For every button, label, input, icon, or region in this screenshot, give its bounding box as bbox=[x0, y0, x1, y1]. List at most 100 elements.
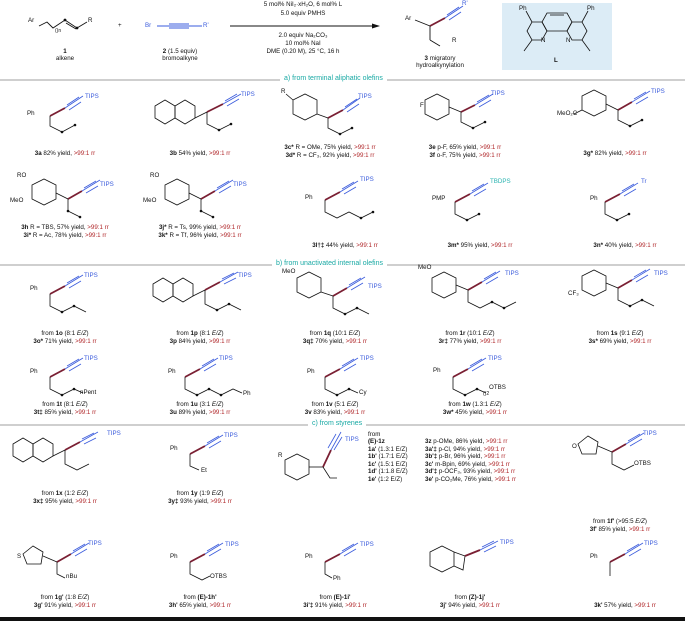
compound-3k-prime-structure bbox=[609, 542, 644, 576]
compound-3g-prime-from: from 1g' (1:8 E/Z) bbox=[40, 594, 90, 601]
compound-3w-tail: OTBS bbox=[489, 384, 506, 391]
from-list: (E)-1z 1a' (1.3:1 E/Z) 1b' (1.7:1 E/Z) 1… bbox=[368, 438, 408, 484]
product-label-2: hydroalkynylation bbox=[416, 62, 464, 69]
compound-3n-structure bbox=[604, 182, 639, 222]
compound-3g-result: 3g* 82% yield, >99:1 rr bbox=[583, 150, 647, 157]
result-row: 3c' m-Bpin, 69% yield, >99:1 rr bbox=[425, 460, 510, 468]
compound-3a-result: 3a 82% yield, >99:1 rr bbox=[34, 150, 96, 157]
section-b-label: b) from unactivated internal olefins bbox=[272, 260, 387, 267]
reactant1-name: alkene bbox=[55, 55, 75, 62]
compound-3u-result: 3u 89% yield, >99:1 rr bbox=[169, 409, 231, 416]
br-label: Br bbox=[145, 22, 152, 29]
bromoalkyne-bond bbox=[157, 23, 202, 29]
compound-3q-alkyne: TIPS bbox=[368, 283, 382, 290]
condition-base: 2.0 equiv Na₂CO₃ bbox=[278, 32, 328, 39]
compound-3e-alkyne: TIPS bbox=[491, 90, 505, 97]
condition-catalyst: 5 mol% NiI₂·xH₂O, 6 mol% L bbox=[263, 1, 343, 8]
compound-3v-tail: Cy bbox=[359, 389, 367, 396]
condition-solvent: DME (0.20 M), 25 °C, 16 h bbox=[266, 48, 340, 55]
bottom-border bbox=[0, 617, 685, 621]
compound-3n-result: 3n* 40% yield, >99:1 rr bbox=[593, 242, 657, 249]
compound-3x-alkyne: TIPS bbox=[107, 430, 121, 437]
ligand-structure bbox=[523, 10, 591, 52]
compound-3j-prime-structure bbox=[429, 540, 499, 573]
compound-3p-alkyne: TIPS bbox=[238, 272, 252, 279]
compound-3l-sub: Ph bbox=[305, 194, 313, 201]
compound-3r-from: from 1r (10:1 E/Z) bbox=[445, 330, 495, 337]
compound-3m-sub: PMP bbox=[432, 195, 446, 202]
compound-3q-structure bbox=[296, 271, 370, 316]
from-row: 1e' (1:2 E/Z) bbox=[368, 475, 403, 483]
compound-3s-structure bbox=[581, 268, 655, 308]
product-structure bbox=[414, 5, 464, 47]
product-ar-label: Ar bbox=[405, 15, 412, 22]
reaction-arrow bbox=[230, 23, 380, 29]
compound-3j-alkyne: TIPS bbox=[233, 181, 247, 188]
compound-3v-from: from 1v (5:1 E/Z) bbox=[311, 401, 359, 408]
compound-3g-prime-result: 3g' 91% yield, >99:1 rr bbox=[33, 602, 97, 609]
ligand-n-left: N bbox=[541, 37, 546, 44]
product-r-prime-label: R' bbox=[462, 0, 468, 7]
compound-3u-structure bbox=[184, 357, 243, 397]
compound-3z-sub: R bbox=[278, 452, 283, 459]
compound-3r-structure bbox=[431, 270, 517, 310]
compound-3o-sub: Ph bbox=[30, 285, 38, 292]
compound-3s-sub: CF₃ bbox=[568, 290, 579, 297]
compound-3j-sub1: RO bbox=[150, 172, 160, 179]
compound-3v-sub: Ph bbox=[307, 368, 315, 375]
compound-3j-result: 3j* R = Ts, 99% yield, >99:1 rr bbox=[158, 224, 242, 231]
compound-3n-sub: Ph bbox=[590, 195, 598, 202]
compound-3h-prime-from: from (E)-1h' bbox=[183, 594, 217, 601]
compound-3p-result: 3p 84% yield, >99:1 rr bbox=[169, 338, 231, 345]
from-row: 1d' (1:1.8 E/Z) bbox=[368, 468, 408, 476]
result-row: 3e' p-CO₂Me, 76% yield, >99:1 rr bbox=[425, 475, 517, 483]
compound-3c-result: 3c* R = OMe, 75% yield, >99:1 rr bbox=[284, 144, 376, 151]
ligand-ph-right: Ph bbox=[587, 5, 595, 12]
compound-3y-result: 3y‡ 93% yield, >99:1 rr bbox=[168, 498, 232, 505]
from-row: 1c' (1.5:1 E/Z) bbox=[368, 460, 408, 468]
compound-3f-prime-alkyne: TIPS bbox=[643, 430, 657, 437]
compound-3b-alkyne: TIPS bbox=[241, 91, 255, 98]
compound-3v-result: 3v 83% yield, >99:1 rr bbox=[304, 409, 366, 416]
compound-3h-sub2: MeO bbox=[10, 197, 24, 204]
compound-3b-result: 3b 54% yield, >99:1 rr bbox=[169, 150, 231, 157]
compound-3c-alkyne: TIPS bbox=[358, 93, 372, 100]
compound-3q-sub: MeO bbox=[282, 268, 296, 275]
compound-3h-alkyne: TIPS bbox=[100, 181, 114, 188]
compound-3f-prime-tail: OTBS bbox=[634, 460, 651, 467]
section-c-label: c) from styrenes bbox=[308, 420, 367, 427]
compound-3x-result: 3x‡ 95% yield, >99:1 rr bbox=[33, 498, 97, 505]
r-label: R bbox=[88, 17, 93, 24]
compound-3f-prime-o: O bbox=[572, 443, 577, 450]
result-list: 3z p-OMe, 86% yield, >99:1 rr 3a'‡ p-Cl,… bbox=[425, 438, 516, 484]
compound-3t-tail: nPent bbox=[80, 389, 97, 396]
compound-3h-sub1: RO bbox=[17, 172, 27, 179]
compound-3i-prime-from: from (E)-1i' bbox=[319, 594, 351, 601]
condition-additive: 10 mol% NaI bbox=[285, 40, 321, 47]
compound-3t-from: from 1t (8:1 E/Z) bbox=[42, 401, 88, 408]
compound-3k-result: 3k* R = Tf, 96% yield, >99:1 rr bbox=[158, 232, 242, 239]
compound-3f-prime-structure bbox=[577, 432, 645, 471]
compound-3j-sub2: MeO bbox=[143, 197, 157, 204]
compound-3g-sub: MeO₂C bbox=[557, 110, 578, 117]
from-header: from bbox=[368, 431, 381, 438]
compound-3u-tail: Ph bbox=[243, 390, 251, 397]
compound-3l-alkyne: TIPS bbox=[360, 176, 374, 183]
result-row: 3a'‡ p-Cl, 94% yield, >99:1 rr bbox=[425, 445, 506, 453]
from-row: 1b' (1.7:1 E/Z) bbox=[368, 453, 408, 461]
compound-3g-structure bbox=[573, 89, 651, 128]
compound-3g-prime-alkyne: TIPS bbox=[88, 540, 102, 547]
compound-3e-result: 3e p-F, 65% yield, >99:1 rr bbox=[428, 144, 502, 151]
reactant2-number: 2 (1.5 equiv) bbox=[162, 48, 198, 55]
reactant2-name: bromoalkyne bbox=[162, 55, 198, 62]
compound-3a-structure bbox=[49, 95, 84, 134]
compound-3o-result: 3o* 71% yield, >99:1 rr bbox=[33, 338, 97, 345]
compound-3s-from: from 1s (9:1 E/Z) bbox=[596, 330, 644, 337]
compound-3j-prime-result: 3j' 94% yield, >99:1 rr bbox=[439, 602, 501, 609]
compound-3z-structure bbox=[284, 431, 343, 481]
compound-3g-alkyne: TIPS bbox=[651, 88, 665, 95]
compound-3m-result: 3m* 95% yield, >99:1 rr bbox=[447, 242, 513, 249]
compound-3i-prime-tail: Ph bbox=[333, 575, 341, 582]
compound-3y-tail: Et bbox=[201, 467, 207, 474]
compound-3y-from: from 1y (1:9 E/Z) bbox=[176, 490, 224, 497]
